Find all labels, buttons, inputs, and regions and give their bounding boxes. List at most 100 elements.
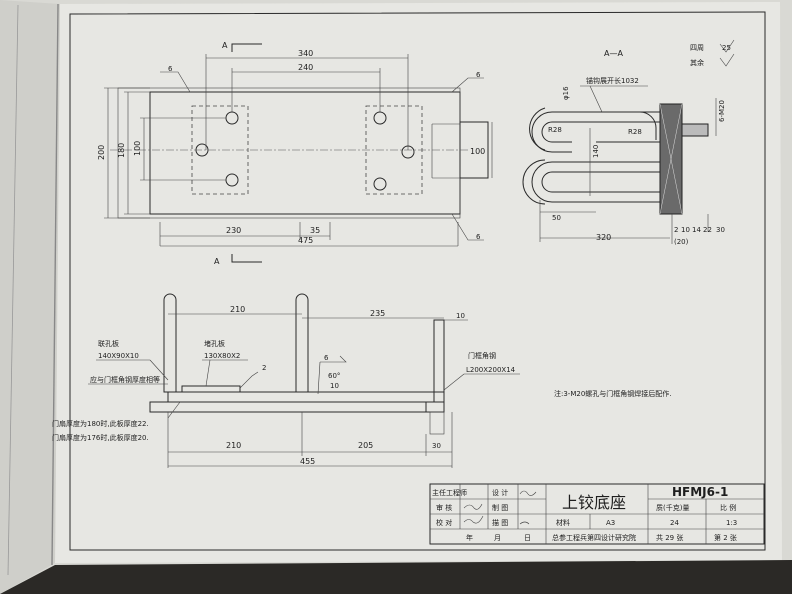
wear-plate [181,385,241,393]
anchor-hook-lower [531,161,660,203]
tb-month: 月 [494,534,501,542]
angle-label: 门框角钢 [468,351,496,360]
dim-210: 210 [230,305,245,314]
finish-other: 其余 [690,58,704,67]
tb-day: 日 [524,534,531,542]
weld-leader-2 [317,361,321,395]
dim-240: 240 [298,63,313,72]
tb-scale: 1:3 [726,519,737,527]
dim-455: 455 [300,457,315,466]
wear-plate-label: 堵孔板 [204,339,225,348]
fold-line [51,3,59,566]
anchor-hook-lower-inner [541,171,660,193]
weld-6-plan: 6 [168,65,173,73]
tb-sheet: 第 2 张 [714,533,737,542]
weld-symbol [320,355,347,363]
lug-right [295,293,309,393]
dim-320: 320 [596,233,611,242]
weld-leader [160,71,191,93]
thickness-note-1: 门扇厚度为180时,此板厚度22. [52,419,149,428]
wear-plate-size: 130X80X2 [204,352,240,360]
dia-16: φ16 [562,86,570,100]
dim-340: 340 [298,49,313,58]
tb-material-label: 材料 [556,518,570,527]
section-mark-top: A [222,41,228,50]
binding-edge [0,0,60,594]
hole [373,177,387,191]
section-mark-bottom: A [214,257,220,266]
title-block: 主任工程师 审 核 校 对 设 计 制 图 描 图 年 月 日 上铰底座 材料 … [429,483,765,545]
section-view: A—A 四周 25 其余 锚钩展开长1032 φ16 R28 R28 6-M20… [522,39,735,246]
finish-symbol-2 [719,39,735,53]
tb-scale-label: 比 例 [720,503,736,512]
dim-30-e: 30 [432,442,441,450]
dim-475: 475 [298,236,313,245]
hatch-2 [659,103,683,215]
dim-235: 235 [370,309,385,318]
dim-10-s: 10 [681,226,690,234]
tb-check: 校 对 [436,518,452,527]
leader [205,359,211,387]
flush-note: 应与门框角钢厚度相等 [90,375,160,384]
tb-chief-engineer: 主任工程师 [432,488,467,497]
anchor-length-label: 锚钩展开长1032 [586,76,639,85]
signature-2 [519,490,537,525]
plan-view: A A 340 240 6 [97,41,493,266]
weld-6-plan-3: 6 [476,233,481,241]
weld-10: 10 [330,382,339,390]
weld-6-e: 6 [324,354,329,362]
anchor-hook-upper [531,111,660,153]
dim-100: 100 [133,141,142,156]
angle-size: L200X200X14 [466,366,516,374]
anchor-hook-upper-inner [541,121,660,143]
hook-loop-2 [522,159,546,205]
finish-roughness: 25 [722,44,731,52]
dim-205: 205 [358,441,373,450]
angle-stub [429,411,445,435]
finish-around: 四周 [690,44,704,52]
elevation-view: 210 235 10 联孔板 140X90X10 应与门框角钢厚度相等 堵孔板 … [52,293,520,468]
thread-block [681,123,709,137]
tb-code: HFMJ6-1 [672,485,728,499]
dim-14: 14 [692,226,701,234]
thickness-note-2: 门扇厚度为176时,此板厚度20. [52,433,149,442]
weld-6-plan-2: 6 [476,71,481,79]
leader [167,401,181,419]
tb-institute: 总参工程兵第四设计研究院 [552,533,636,542]
r28-right: R28 [628,128,642,136]
ear-plate-label: 联孔板 [98,339,119,348]
dim-100-right: 100 [470,147,485,156]
bottom-shadow [0,560,792,594]
paper-sheet [55,2,782,563]
weld-60: 60° [328,372,340,380]
weld-leader [239,371,259,389]
section-arrow-bottom [231,254,262,263]
tb-year: 年 [466,533,473,542]
dim-30-s: 30 [716,226,725,234]
tb-review: 审 核 [436,503,452,512]
weld-leader-3 [451,213,484,241]
label-leader [589,85,603,113]
tb-draw: 制 图 [492,503,508,512]
weld-leader-2 [451,77,484,93]
section-title: A—A [604,49,623,58]
tb-design: 设 计 [492,488,508,497]
note: 注:3-M20螺孔与门框角钢焊接后配作. [554,389,672,398]
weld-2: 2 [262,364,266,372]
section-arrow-top [231,43,262,52]
anchor-bend-right [596,111,657,140]
leader [443,373,465,391]
leader [149,359,169,381]
r28-left: R28 [548,126,562,134]
dim-200: 200 [97,145,106,160]
tb-weight-label: 质(千克)量 [656,503,689,512]
lug-left [163,293,177,393]
dim-2: 2 [674,226,678,234]
dim-35: 35 [310,226,320,235]
drawing-border [69,11,766,551]
dim-50: 50 [552,214,561,222]
dim-210-b: 210 [226,441,241,450]
tb-title: 上铰底座 [562,493,626,512]
finish-symbol [719,53,735,67]
